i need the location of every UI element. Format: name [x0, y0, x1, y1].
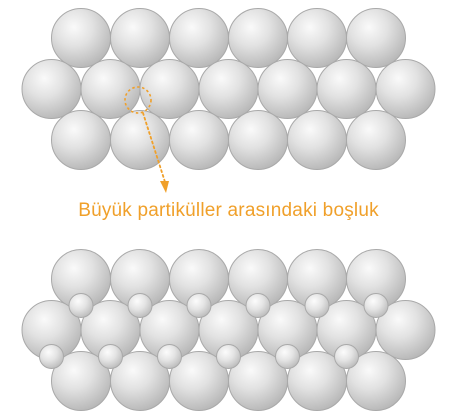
small-particle — [217, 345, 241, 369]
small-particle — [99, 345, 123, 369]
large-particle — [170, 111, 229, 170]
small-particle — [158, 345, 182, 369]
large-particle — [347, 111, 406, 170]
large-particle — [229, 9, 288, 68]
large-particle — [111, 9, 170, 68]
small-particle — [187, 294, 211, 318]
large-particle — [81, 60, 140, 119]
small-particle — [276, 345, 300, 369]
large-particle — [111, 111, 170, 170]
gap-caption: Büyük partiküller arasındaki boşluk — [0, 200, 457, 222]
large-particle — [258, 60, 317, 119]
small-particle — [69, 294, 93, 318]
small-particle — [305, 294, 329, 318]
small-particle — [335, 345, 359, 369]
small-particle — [40, 345, 64, 369]
large-particle — [199, 60, 258, 119]
small-particle — [364, 294, 388, 318]
large-particle — [229, 111, 288, 170]
top-packing-large-particles — [22, 9, 435, 170]
large-particle — [317, 60, 376, 119]
small-particle — [128, 294, 152, 318]
large-particle — [376, 60, 435, 119]
bottom-packing-mixed-particles — [22, 250, 435, 411]
gap-pointer-arrowhead — [160, 181, 169, 193]
large-particle — [52, 111, 111, 170]
large-particle — [347, 9, 406, 68]
large-particle — [288, 111, 347, 170]
large-particle — [140, 60, 199, 119]
large-particle — [22, 60, 81, 119]
large-particle — [288, 9, 347, 68]
large-particle — [170, 9, 229, 68]
small-particle — [246, 294, 270, 318]
large-particle — [52, 9, 111, 68]
